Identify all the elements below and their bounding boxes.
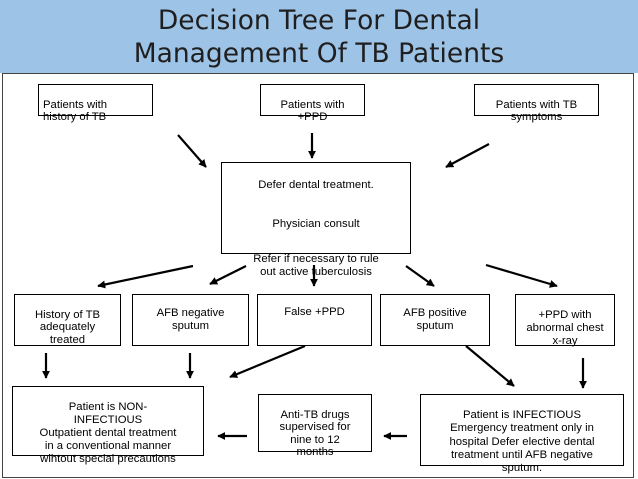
box-history-of-tb-text: Patients with history of TB — [43, 98, 108, 124]
box-tb-symptoms: Patients with TB symptoms — [474, 84, 599, 123]
arrow-false-ppd-to-non-infectious — [229, 344, 306, 379]
box-non-infectious-text: Patient is NON- INFECTIOUS Outpatient de… — [39, 401, 177, 465]
box-adequately-treated: History of TB adequately treated — [14, 294, 121, 346]
physician-consult-text: Physician consult — [272, 217, 360, 230]
slide-header: Decision Tree For Dental Management Of T… — [0, 0, 638, 73]
box-afb-positive: AFB positive sputum — [380, 294, 490, 346]
box-anti-tb-drugs: Anti-TB drugs supervised for nine to 12 … — [258, 394, 372, 458]
box-false-ppd: False +PPD — [257, 294, 372, 346]
box-tb-symptoms-text: Patients with TB symptoms — [495, 98, 578, 124]
box-false-ppd-text: False +PPD — [284, 306, 345, 318]
refer-text: Refer if necessary to rule out active tu… — [253, 252, 379, 278]
box-infectious: Patient is INFECTIOUS Emergency treatmen… — [420, 394, 624, 474]
box-afb-negative-text: AFB negative sputum — [156, 307, 225, 332]
arrow-defer-to-abnormal-xray — [485, 263, 558, 288]
box-defer-treatment: Defer dental treatment. Physician consul… — [221, 162, 411, 278]
box-adequately-treated-text: History of TB adequately treated — [34, 308, 101, 346]
box-ppd-positive: Patients with +PPD — [260, 84, 365, 123]
arrow-defer-to-adequately-treated — [97, 264, 194, 289]
box-history-of-tb: Patients with history of TB — [38, 84, 153, 123]
box-infectious-text: Patient is INFECTIOUS Emergency treatmen… — [449, 409, 595, 475]
slide-title: Decision Tree For Dental Management Of T… — [133, 5, 505, 69]
arrow-symptoms-to-defer — [445, 143, 490, 168]
box-non-infectious: Patient is NON- INFECTIOUS Outpatient de… — [12, 386, 204, 465]
box-ppd-positive-text: Patients with +PPD — [280, 98, 345, 124]
defer-treatment-text: Defer dental treatment. — [258, 178, 374, 191]
arrow-history-to-defer — [177, 134, 207, 168]
box-abnormal-chest-xray-text: +PPD with abnormal chest x-ray — [526, 309, 604, 347]
arrow-afb-positive-to-infectious — [465, 345, 515, 387]
box-afb-negative: AFB negative sputum — [132, 294, 249, 346]
box-abnormal-chest-xray: +PPD with abnormal chest x-ray — [515, 294, 615, 347]
box-anti-tb-drugs-text: Anti-TB drugs supervised for nine to 12 … — [279, 408, 351, 459]
arrow-defer-to-afb-positive — [405, 265, 435, 287]
arrow-defer-to-afb-negative — [209, 265, 247, 285]
box-afb-positive-text: AFB positive sputum — [403, 307, 467, 332]
